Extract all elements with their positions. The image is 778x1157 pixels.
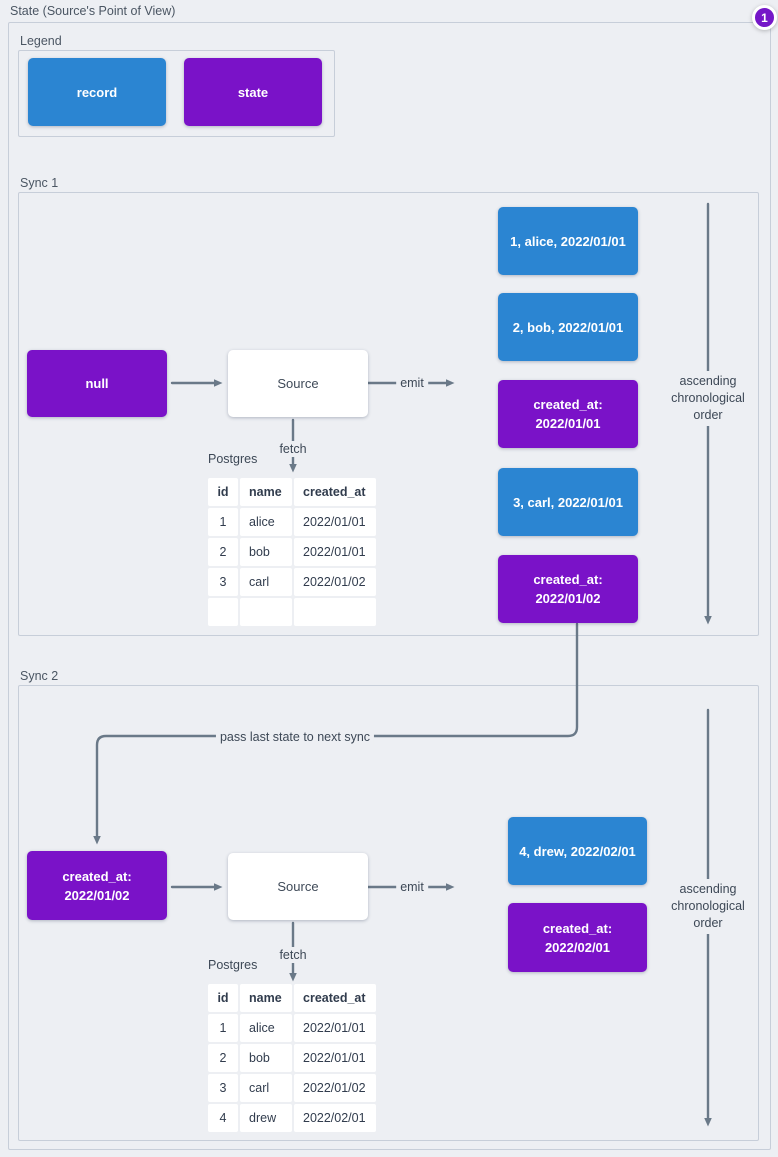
sync2-source-text: Source [277,879,319,894]
page-title: State (Source's Point of View) [10,4,176,18]
state-text-line1: created_at: [533,572,603,587]
order-line: ascending [679,882,737,896]
state-text-line1: created_at: [62,868,132,884]
table-cell [240,598,292,626]
sync2-fetch-label: fetch [275,947,311,963]
state-text-line2: 2022/01/02 [535,591,601,606]
table-cell: 2 [208,1044,238,1072]
table-cell: 2022/01/01 [294,1044,376,1072]
table-cell: carl [240,1074,292,1102]
legend-state-swatch: state [184,58,322,126]
table-cell: drew [240,1104,292,1132]
table-cell [294,598,376,626]
sync1-input-state-text: null [85,376,109,391]
order-line: chronological [671,899,745,913]
sync2-label: Sync 2 [20,669,59,683]
emitted-state: created_at: 2022/02/01 [508,903,647,972]
sync1-source-text: Source [277,376,319,391]
order-line: order [693,916,723,930]
table-cell: 3 [208,1074,238,1102]
table-cell: 1 [208,508,238,536]
state-text-line1: created_at: [533,397,603,412]
annotation-badge: 1 [752,5,777,30]
table-cell: 2 [208,538,238,566]
table-header-cell: created_at [294,478,376,506]
table-header-cell: created_at [294,984,376,1012]
legend-label: Legend [20,34,62,48]
legend-frame [18,50,335,137]
sync1-frame [18,192,759,636]
sync1-emit-label: emit [396,375,428,391]
sync2-postgres-table: id name created_at 1 alice 2022/01/01 2 … [208,984,376,1132]
sync1-label: Sync 1 [20,176,59,190]
emitted-record: 3, carl, 2022/01/01 [498,468,638,536]
table-header-cell: name [240,478,292,506]
pass-state-label: pass last state to next sync [215,729,375,745]
sync1-order-label: ascending chronological order [662,371,754,426]
table-header-cell: id [208,478,238,506]
table-cell: 2022/01/01 [294,508,376,536]
table-cell: carl [240,568,292,596]
sync2-frame [18,685,759,1141]
legend-record-swatch: record [28,58,166,126]
table-cell: bob [240,538,292,566]
order-line: chronological [671,391,745,405]
table-cell: 4 [208,1104,238,1132]
sync2-order-label: ascending chronological order [662,879,754,934]
sync2-postgres-label: Postgres [208,958,258,972]
order-line: order [693,408,723,422]
table-header-cell: name [240,984,292,1012]
table-header-cell: id [208,984,238,1012]
table-cell: bob [240,1044,292,1072]
emitted-state: created_at: 2022/01/02 [498,555,638,623]
order-line: ascending [679,374,737,388]
emitted-state: created_at: 2022/01/01 [498,380,638,448]
emitted-record: 2, bob, 2022/01/01 [498,293,638,361]
record-text: 3, carl, 2022/01/01 [513,494,623,510]
table-cell [208,598,238,626]
sync2-emit-label: emit [396,879,428,895]
table-cell: 2022/01/01 [294,538,376,566]
table-cell: 2022/02/01 [294,1104,376,1132]
sync2-source-node: Source [228,853,368,920]
table-cell: alice [240,1014,292,1042]
sync1-postgres-table: id name created_at 1 alice 2022/01/01 2 … [208,478,376,626]
outer-frame [8,22,771,1150]
sync1-source-node: Source [228,350,368,417]
state-text-line1: created_at: [542,920,613,936]
table-cell: 2022/01/02 [294,1074,376,1102]
sync2-input-state-node: created_at: 2022/01/02 [27,851,167,920]
state-text-line2: 2022/01/01 [535,416,601,431]
table-cell: 1 [208,1014,238,1042]
state-text-line2: 2022/02/01 [544,939,611,955]
emitted-record: 4, drew, 2022/02/01 [508,817,647,885]
record-text: 4, drew, 2022/02/01 [519,843,636,859]
sync1-postgres-label: Postgres [208,452,258,466]
emitted-record: 1, alice, 2022/01/01 [498,207,638,275]
state-text-line2: 2022/01/02 [64,887,130,903]
legend-record-text: record [76,84,118,100]
table-cell: 3 [208,568,238,596]
legend-state-text: state [237,84,269,100]
table-cell: 2022/01/02 [294,568,376,596]
sync1-fetch-label: fetch [275,441,311,457]
record-text: 1, alice, 2022/01/01 [510,233,626,249]
record-text: 2, bob, 2022/01/01 [512,319,624,335]
table-cell: alice [240,508,292,536]
table-cell: 2022/01/01 [294,1014,376,1042]
sync1-input-state-node: null [27,350,167,417]
